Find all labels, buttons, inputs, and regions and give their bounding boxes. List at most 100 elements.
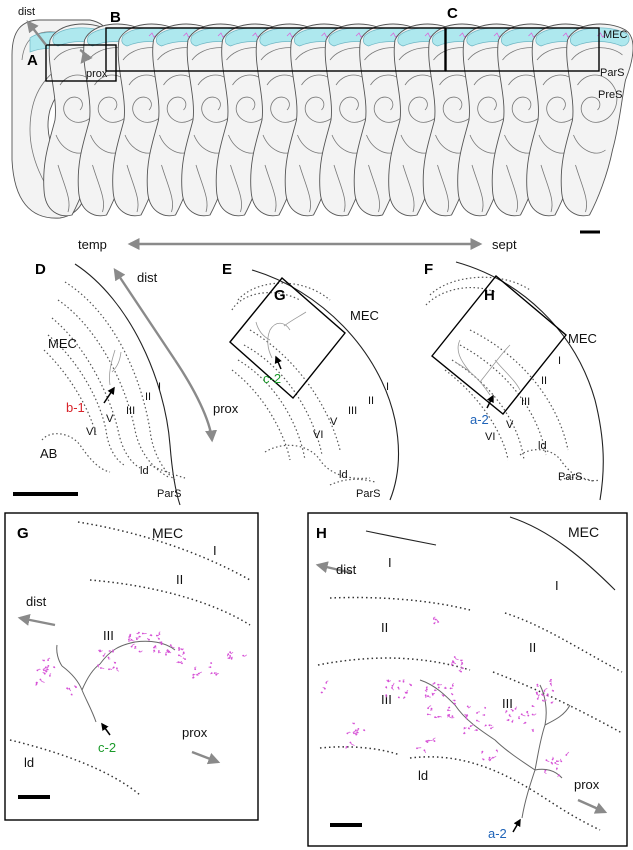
axon-bouton: [433, 682, 436, 684]
panel-d-label-iii: III: [126, 405, 135, 417]
axon-bouton: [466, 714, 469, 717]
axon-bouton: [556, 760, 558, 763]
dist-arrow: [26, 20, 47, 46]
panel-g-label-mec: MEC: [152, 525, 183, 541]
panel-h-axon-terminals: [320, 616, 570, 778]
box-b: [105, 27, 446, 72]
axon-bouton: [476, 712, 478, 714]
panel-f-label-vi: VI: [485, 431, 495, 443]
axon-bouton: [550, 678, 552, 681]
axon-bouton: [181, 662, 183, 665]
axon-bouton: [544, 769, 547, 772]
axon-bouton: [434, 716, 436, 719]
axon-bouton: [153, 646, 155, 649]
axon-bouton: [518, 717, 520, 720]
axon-bouton: [460, 659, 462, 662]
axon-bouton: [148, 638, 150, 641]
axon-bouton: [424, 694, 427, 697]
panel-e-inset-label: G: [274, 287, 286, 304]
axon-bouton: [451, 715, 454, 717]
overview-prox-label: prox: [86, 68, 108, 80]
axon-bouton: [138, 650, 141, 653]
panel-g-dist: dist: [26, 594, 47, 609]
box-a: [45, 44, 117, 82]
axon-bouton: [136, 638, 138, 640]
axon-bouton: [558, 774, 561, 777]
panel-g-cell-label: c-2: [98, 740, 116, 755]
axon-bouton: [160, 641, 163, 644]
panel-e-label-pars: ParS: [356, 488, 380, 500]
axon-bouton: [160, 643, 163, 646]
panel-d-label-ab: AB: [40, 446, 57, 461]
panel-g-label-ld: ld: [24, 755, 34, 770]
panel-h-dist: dist: [336, 562, 357, 577]
axon-bouton: [46, 668, 48, 671]
axon-bouton: [227, 653, 230, 656]
axon-bouton: [520, 713, 523, 716]
axon-bouton: [196, 673, 199, 676]
axon-bouton: [536, 692, 538, 695]
axon-bouton: [550, 701, 553, 704]
panel-f-label-ii: II: [541, 375, 547, 387]
axon-bouton: [426, 741, 429, 743]
axon-bouton: [129, 635, 132, 638]
axon-bouton: [507, 719, 510, 721]
axon-bouton: [355, 729, 357, 732]
panel-h-label-ii-right: II: [529, 640, 536, 655]
axon-bouton: [99, 650, 101, 653]
panel-label-g: G: [17, 525, 29, 542]
axon-bouton: [508, 714, 511, 716]
panel-d-label-i: I: [158, 381, 161, 393]
axon-bouton: [541, 693, 543, 696]
axon-bouton: [490, 727, 492, 730]
axon-bouton: [484, 707, 487, 709]
axon-bouton: [560, 760, 563, 763]
axon-bouton: [397, 686, 400, 689]
prox-arrow: [79, 48, 93, 64]
axon-bouton: [467, 727, 470, 730]
panel-d-label-ii: II: [145, 391, 151, 403]
axon-bouton: [531, 713, 534, 716]
panel-label-e: E: [222, 261, 232, 278]
axon-bouton: [356, 731, 358, 734]
axon-bouton: [192, 676, 195, 679]
axon-bouton: [403, 696, 406, 699]
axon-bouton: [483, 714, 486, 716]
axon-bouton: [423, 749, 426, 752]
axon-bouton: [536, 691, 538, 694]
axon-bouton: [447, 714, 449, 717]
axon-bouton: [484, 724, 487, 727]
axon-bouton: [433, 622, 436, 625]
axon-bouton: [461, 662, 463, 664]
axon-bouton: [112, 650, 114, 653]
panel-d-label-v: V: [106, 413, 114, 425]
panel-f-label-ld: ld: [538, 440, 547, 452]
axon-bouton: [165, 653, 167, 656]
axon-bouton: [453, 703, 456, 705]
panel-g-label-i: I: [213, 543, 217, 558]
axon-bouton: [425, 688, 428, 691]
axon-bouton: [463, 732, 465, 735]
axon-bouton: [228, 657, 231, 659]
axon-bouton: [482, 758, 485, 761]
panel-label-h: H: [316, 525, 327, 542]
axon-bouton: [552, 690, 555, 692]
axis-label-sept: sept: [492, 237, 517, 252]
axon-bouton: [426, 713, 429, 716]
axon-bouton: [353, 722, 355, 725]
panel-h-cell-label: a-2: [488, 826, 507, 841]
axon-bouton: [444, 687, 447, 689]
axon-bouton: [488, 756, 491, 759]
axon-bouton: [442, 694, 445, 697]
axon-bouton: [387, 680, 390, 683]
axon-bouton: [481, 750, 484, 753]
axon-bouton: [178, 647, 180, 649]
axon-bouton: [153, 649, 156, 652]
panel-g-prox: prox: [182, 725, 208, 740]
axon-bouton: [75, 686, 77, 689]
axon-bouton: [138, 635, 141, 638]
axon-bouton: [112, 666, 115, 669]
axon-bouton: [550, 761, 553, 764]
axon-bouton: [437, 683, 439, 686]
